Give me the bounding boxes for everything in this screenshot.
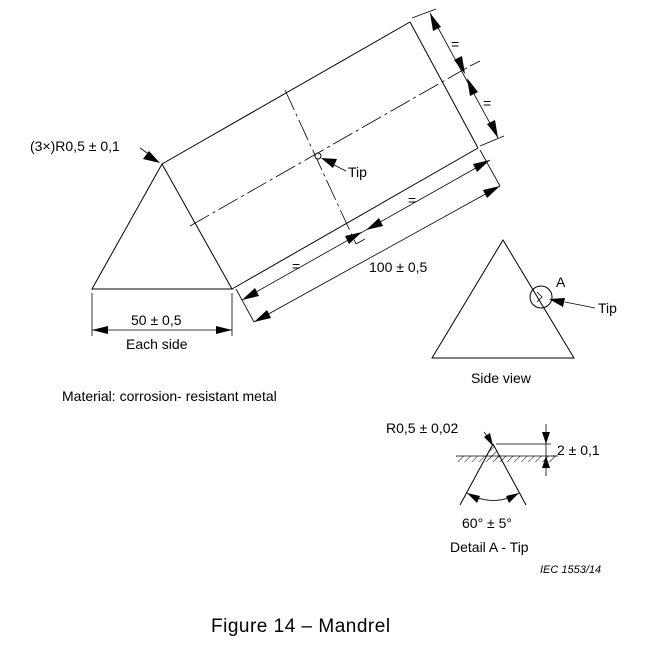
side-view-triangle [431,239,575,359]
tip-side-label: Tip [598,300,617,316]
tip-top-label: Tip [348,164,367,180]
front-triangle-face [91,162,233,290]
length-dimension-label: 100 ± 0,5 [369,259,427,275]
material-note: Material: corrosion- resistant metal [62,388,277,404]
mandrel-body [91,21,479,290]
side-view-label: Side view [471,370,532,386]
detail-a-circle [529,285,553,309]
bottom-right-edge [231,147,479,290]
equal-label-length-right: = [408,192,416,208]
equal-label-upper-right: = [451,36,459,52]
tip-point-marker [314,152,322,160]
equal-label-lower-right: = [483,95,491,111]
figure-caption: Figure 14 – Mandrel [211,616,391,637]
width-dimension [411,8,505,147]
detail-a-notch [536,291,543,303]
tip-height-label: 2 ± 0,1 [557,442,600,458]
length-dimension [235,149,501,323]
tip-angle-label: 60° ± 5° [462,515,512,531]
back-end-edge [409,21,479,149]
corner-radius-label: (3×)R0,5 ± 0,1 [30,138,120,154]
side-dimension [91,293,233,336]
tip-hatching [484,444,502,459]
detail-marker-label: A [556,274,566,290]
each-side-label: Each side [126,336,188,352]
detail-a-caption: Detail A - Tip [450,539,529,555]
transverse-centerline [284,89,357,245]
detail-a-drawing [456,424,558,506]
iec-reference: IEC 1553/14 [540,564,601,576]
tip-radius-label: R0,5 ± 0,02 [386,420,458,436]
base-hatching [456,456,556,462]
side-dimension-label: 50 ± 0,5 [131,312,182,328]
tip-side-leader [549,298,596,309]
tip-top-leader [321,158,347,172]
corner-radius-leader [139,147,160,163]
longitudinal-centerline [189,65,471,227]
equal-label-length-left: = [292,258,300,274]
